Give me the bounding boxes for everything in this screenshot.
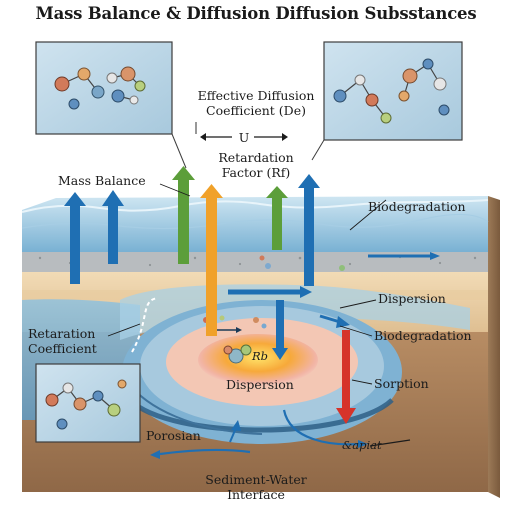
up-arrow-icon xyxy=(172,166,195,264)
molecule-cluster-icon xyxy=(333,58,450,124)
water-surface xyxy=(21,199,489,213)
retardation-coefficient-label: Retaration Coefficient xyxy=(28,326,97,356)
molecule-cluster-icon xyxy=(45,379,127,430)
sorption-label: Sorption xyxy=(374,376,429,391)
molecule-inset-top-right xyxy=(311,41,463,161)
plume-molecule-icon xyxy=(223,344,252,364)
up-arrow-icon xyxy=(266,186,288,250)
down-arrow-icon xyxy=(272,300,288,360)
mass-balance-label: Mass Balance xyxy=(58,173,146,188)
biodegradation-top-label: Biodegradation xyxy=(368,199,466,214)
molecule-inset-top-left xyxy=(35,41,187,169)
diagram-title: Mass Balance & Diffusion Diffusion Subss… xyxy=(35,4,477,23)
retardation-path xyxy=(131,297,159,353)
effective-diffusion-label: Effective Diffusion Coefficient (De) xyxy=(197,88,315,118)
retardation-factor-label: Retardation Factor (Rf) xyxy=(218,150,294,180)
basin-rim xyxy=(128,398,394,433)
leader-lines xyxy=(107,122,387,385)
rb-label: Rb xyxy=(252,349,269,363)
up-arrow-icon xyxy=(200,184,223,336)
sapiat-label: &apiat xyxy=(342,438,382,452)
gravel-layer xyxy=(22,250,488,272)
up-arrow-icon xyxy=(64,192,86,284)
biodegradation-right-label: Biodegradation xyxy=(374,328,472,343)
block-side-face xyxy=(488,196,500,498)
dispersion-center-label: Dispersion xyxy=(226,377,294,392)
seepage-arrows xyxy=(150,409,411,459)
dispersion-right-label: Dispersion xyxy=(378,291,446,306)
down-arrow-icon xyxy=(336,330,356,424)
up-arrow-icon xyxy=(102,190,124,264)
velocity-label: U xyxy=(238,130,250,145)
up-arrow-icon xyxy=(298,174,320,286)
sediment-water-interface-label: Sediment-Water Interface xyxy=(205,472,307,502)
flow-arrows xyxy=(214,252,440,333)
porosity-label: Porosian xyxy=(146,428,201,443)
gravel-texture xyxy=(38,255,477,267)
molecule-cluster-icon xyxy=(54,66,146,110)
molecule-inset-bottom-left xyxy=(35,363,141,443)
double-arrow-icon xyxy=(200,133,288,141)
